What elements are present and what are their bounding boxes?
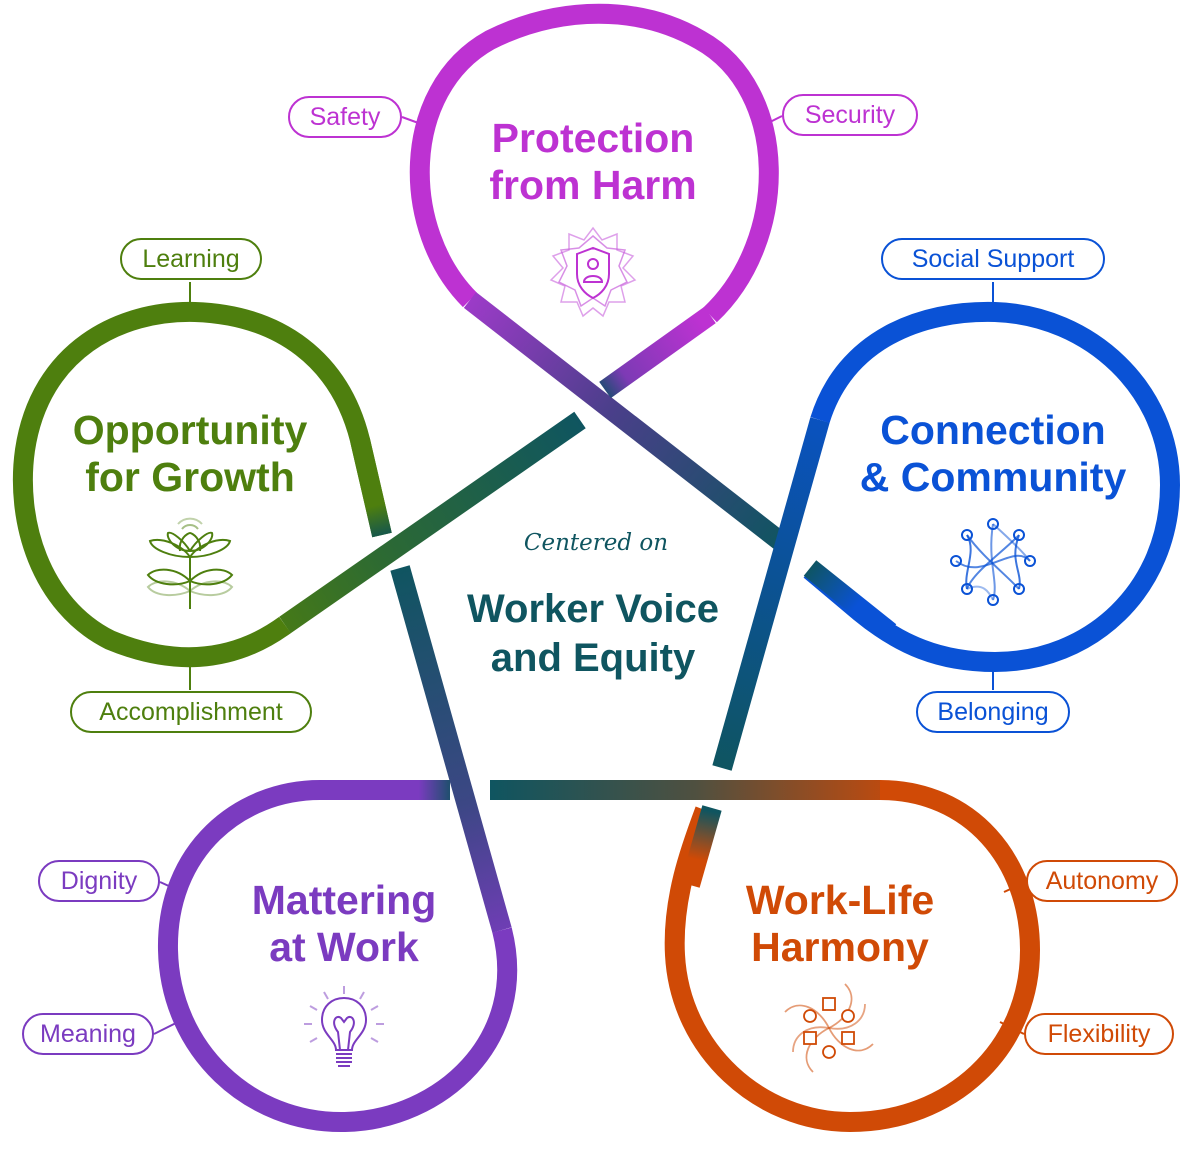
lightbulb-heart-icon bbox=[304, 986, 384, 1067]
tag-meaning: Meaning bbox=[22, 1013, 154, 1055]
shield-person-icon bbox=[549, 226, 637, 318]
growth-title: Opportunity for Growth bbox=[72, 407, 308, 500]
tag-flexibility: Flexibility bbox=[1024, 1013, 1174, 1055]
tag-learning: Learning bbox=[120, 238, 262, 280]
growth-lobe-outline bbox=[12, 301, 586, 668]
mattering-title: Mattering at Work bbox=[251, 877, 437, 970]
tag-social-support: Social Support bbox=[881, 238, 1105, 280]
tag-safety: Safety bbox=[288, 96, 402, 138]
network-icon bbox=[950, 518, 1036, 606]
connection-title: Connection & Community bbox=[859, 407, 1127, 500]
worklife-title: Work-Life Harmony bbox=[745, 877, 935, 970]
connection-lobe-outline bbox=[712, 301, 1181, 771]
tag-belonging: Belonging bbox=[916, 691, 1070, 733]
tag-security: Security bbox=[782, 94, 918, 136]
tag-autonomy: Autonomy bbox=[1026, 860, 1178, 902]
protection-title: Protection from Harm bbox=[489, 115, 697, 208]
worklife-lobe-outline bbox=[490, 780, 1041, 1133]
center-title: Worker Voice and Equity bbox=[467, 587, 719, 680]
center-subtitle: Centered on bbox=[523, 530, 669, 556]
tag-dignity: Dignity bbox=[38, 860, 160, 902]
protection-lobe-outline bbox=[409, 3, 792, 553]
flower-icon bbox=[146, 517, 234, 609]
pinwheel-icon bbox=[784, 983, 874, 1073]
mattering-lobe-outline bbox=[157, 565, 518, 1133]
tag-accomplishment: Accomplishment bbox=[70, 691, 312, 733]
